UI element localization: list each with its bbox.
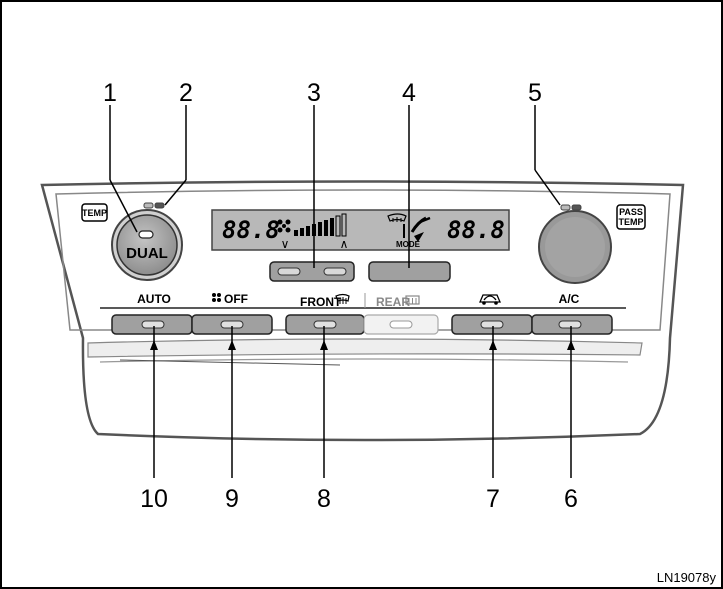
dual-indicator-led (138, 230, 154, 239)
leader-line-2b (164, 179, 187, 206)
right-temp-readout: 88.8 (447, 216, 505, 244)
fan-up-arrow: ∧ (340, 237, 349, 251)
callout-7: 7 (486, 485, 500, 513)
fan-small-icon (212, 293, 221, 302)
temp-label: TEMP (82, 208, 107, 218)
pass-temp-label: TEMP (618, 217, 643, 227)
rear-label: REAR (376, 295, 410, 309)
panel-groove-line (119, 359, 341, 366)
leader-lines (109, 105, 572, 478)
left-temp-knob[interactable] (116, 214, 178, 276)
figure-code: LN19078y (657, 570, 717, 585)
air-recirculation-led (480, 320, 504, 329)
panel-face (55, 189, 671, 331)
front-label: FRONT (300, 295, 342, 309)
auto-label: AUTO (137, 292, 171, 306)
air-recirculation-icon (479, 294, 501, 305)
defroster-icon (387, 213, 407, 222)
leader-arrowheads (150, 340, 575, 350)
lcd-display (211, 209, 510, 251)
bottom-button-row (111, 314, 613, 335)
callout-6: 6 (564, 485, 578, 513)
panel-body (40, 180, 685, 442)
front-defroster-led (313, 320, 337, 329)
front-defroster-icon (335, 293, 350, 304)
pass-temp-label-box (616, 204, 646, 230)
fan-speed-button[interactable] (269, 261, 355, 282)
fan-off-label: OFF (224, 292, 248, 306)
rear-defogger-led (389, 320, 413, 329)
callout-3: 3 (307, 79, 321, 107)
callout-5: 5 (528, 79, 542, 107)
right-knob-face (545, 217, 605, 277)
knob-indicator-left-b (154, 202, 165, 209)
leader-line-1b (109, 179, 138, 233)
knob-indicator-right-b (571, 204, 582, 211)
callout-4: 4 (402, 79, 416, 107)
left-temp-readout: 88.8 (222, 216, 280, 244)
callout-2: 2 (179, 79, 193, 107)
leader-line-5b (534, 169, 561, 206)
panel-groove (99, 358, 629, 363)
ac-led (558, 320, 582, 329)
fan-icon (277, 219, 291, 233)
dual-button-label: DUAL (126, 245, 168, 262)
fan-down-arrow: ∨ (281, 237, 290, 251)
ac-label: A/C (559, 292, 580, 306)
fan-speed-down-pad (277, 267, 301, 276)
pass-label: PASS (619, 207, 643, 217)
knob-indicator-left-a (143, 202, 154, 209)
knob-indicator-right-a (560, 204, 571, 211)
panel-lip (87, 338, 643, 358)
callout-9: 9 (225, 485, 239, 513)
temp-label-box (81, 203, 108, 222)
rear-defogger-icon (405, 295, 420, 305)
callout-1: 1 (103, 79, 117, 107)
callout-8: 8 (317, 485, 331, 513)
auto-led (141, 320, 165, 329)
fan-speed-up-pad (323, 267, 347, 276)
callout-10: 10 (140, 485, 168, 513)
airflow-mode-icon (403, 216, 431, 242)
